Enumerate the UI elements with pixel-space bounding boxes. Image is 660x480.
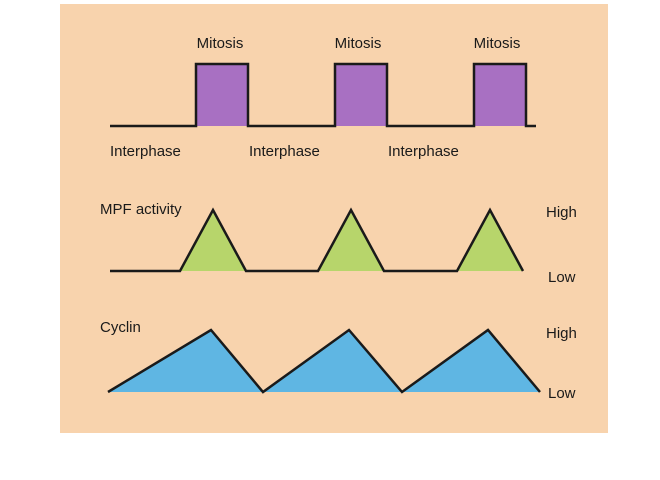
mpf-peak bbox=[318, 210, 384, 271]
interphase-label: Interphase bbox=[388, 143, 459, 160]
cyclin-low-label: Low bbox=[548, 385, 576, 402]
mpf-peak bbox=[457, 210, 523, 271]
phase-line bbox=[110, 62, 536, 128]
mitosis-label: Mitosis bbox=[197, 35, 244, 52]
mitosis-block bbox=[335, 64, 387, 126]
cyclin-line bbox=[107, 328, 541, 394]
mpf-activity-label: MPF activity bbox=[100, 201, 182, 218]
mpf-low-label: Low bbox=[548, 269, 576, 286]
mitosis-label: Mitosis bbox=[335, 35, 382, 52]
mpf-high-label: High bbox=[546, 204, 577, 221]
cyclin-row: Cyclin High Low bbox=[100, 319, 577, 402]
mpf-line bbox=[110, 207, 525, 273]
cyclin-high-label: High bbox=[546, 325, 577, 342]
phase-row: Mitosis Mitosis Mitosis Interphase Inter… bbox=[110, 35, 536, 160]
cyclin-wave bbox=[108, 330, 540, 392]
cyclin-label: Cyclin bbox=[100, 319, 141, 336]
mpf-row: MPF activity High Low bbox=[100, 201, 577, 286]
mitosis-label: Mitosis bbox=[474, 35, 521, 52]
mpf-peak bbox=[180, 210, 246, 271]
interphase-label: Interphase bbox=[110, 143, 181, 160]
mitosis-block bbox=[474, 64, 526, 126]
interphase-label: Interphase bbox=[249, 143, 320, 160]
mitosis-block bbox=[196, 64, 248, 126]
